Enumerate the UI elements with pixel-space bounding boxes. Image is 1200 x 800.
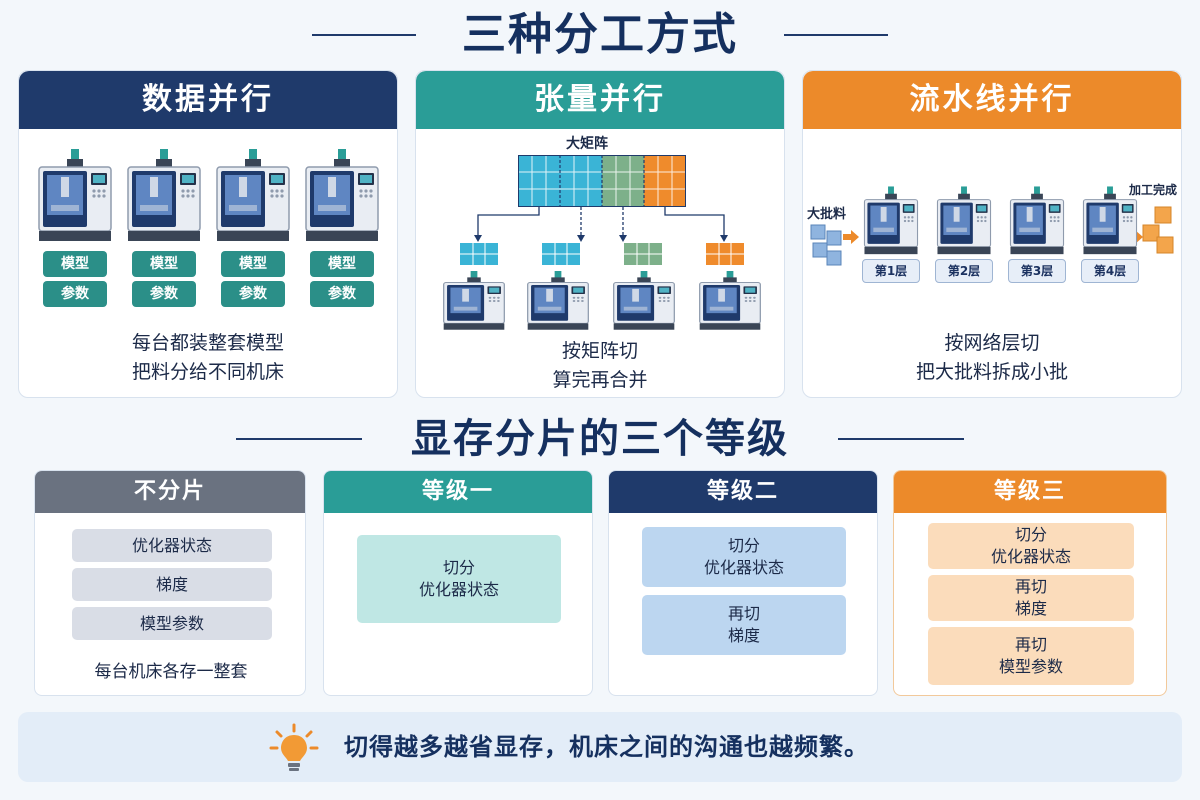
split-arrows [474, 207, 728, 242]
cnc-machine-icon [612, 271, 676, 331]
level-item: 切分 优化器状态 [642, 527, 846, 587]
layer-3: 第3层 [1008, 259, 1066, 283]
level-two-header: 等级二 [609, 471, 877, 513]
level-none-card: 不分片 优化器状态 梯度 模型参数 每台机床各存一整套 [34, 470, 306, 696]
tip-text: 切得越多越省显存，机床之间的沟通也越频繁。 [344, 733, 869, 761]
data-parallel-header: 数据并行 [19, 71, 397, 129]
cnc-machine-icon [526, 271, 590, 331]
tag-params: 参数 [43, 281, 107, 307]
second-title: 显存分片的三个等级 [411, 416, 789, 462]
raw-material-icon [810, 224, 842, 266]
level-one-header: 等级一 [324, 471, 592, 513]
tip-bar: 切得越多越省显存，机床之间的沟通也越频繁。 [18, 712, 1182, 782]
tag-model: 模型 [221, 251, 285, 277]
title-rule-right [838, 438, 964, 440]
matrix-block [624, 243, 662, 265]
layer-1: 第1层 [862, 259, 920, 283]
data-parallel-card: 数据并行 模型 参数 模型 参数 模型 参数 模型 参数 每台都装整套模型 把料… [18, 70, 398, 398]
level-item: 切分 优化器状态 [928, 523, 1134, 569]
cnc-machine-icon [37, 149, 113, 243]
tag-model: 模型 [132, 251, 196, 277]
level-three-header: 等级三 [894, 471, 1166, 513]
matrix-label: 大矩阵 [566, 136, 608, 152]
cnc-machine-icon [126, 149, 202, 243]
big-matrix [518, 155, 686, 207]
main-title: 三种分工方式 [462, 9, 738, 60]
cnc-machine-icon [936, 183, 992, 259]
title-rule-left [312, 34, 416, 36]
level-item: 再切 梯度 [928, 575, 1134, 621]
cnc-machine-icon [1082, 183, 1138, 259]
title-rule-right [784, 34, 888, 36]
tag-params: 参数 [221, 281, 285, 307]
cnc-machine-icon [215, 149, 291, 243]
pipeline-parallel-card: 流水线并行 大批料 加工完成 第1层 第2层 第3层 第4层 按网络层切 把大批… [802, 70, 1182, 398]
tag-params: 参数 [132, 281, 196, 307]
matrix-block [542, 243, 580, 265]
lightbulb-icon [269, 723, 319, 771]
tensor-parallel-card: 张量并行 大矩阵 [415, 70, 785, 398]
level-none-caption: 每台机床各存一整套 [94, 662, 248, 682]
cnc-machine-icon [698, 271, 762, 331]
tensor-parallel-caption: 按矩阵切 算完再合并 [552, 340, 648, 391]
tensor-parallel-header: 张量并行 [416, 71, 784, 129]
cnc-machine-icon [863, 183, 919, 259]
tag-model: 模型 [43, 251, 107, 277]
level-one-card: 等级一 切分 优化器状态 [323, 470, 593, 696]
level-item: 梯度 [72, 568, 272, 601]
cnc-machine-icon [442, 271, 506, 331]
layer-2: 第2层 [935, 259, 993, 283]
data-parallel-caption: 每台都装整套模型 把料分给不同机床 [131, 332, 284, 383]
level-item: 模型参数 [72, 607, 272, 640]
level-item: 优化器状态 [72, 529, 272, 562]
pipeline-parallel-caption: 按网络层切 把大批料拆成小批 [915, 332, 1068, 383]
finished-goods-icon [1142, 206, 1174, 254]
title-rule-left [236, 438, 362, 440]
matrix-block [706, 243, 744, 265]
level-item: 再切 模型参数 [928, 627, 1134, 685]
cnc-machine-icon [1009, 183, 1065, 259]
cnc-machine-icon [304, 149, 380, 243]
level-two-card: 等级二 切分 优化器状态 再切 梯度 [608, 470, 878, 696]
level-item: 再切 梯度 [642, 595, 846, 655]
pipeline-parallel-header: 流水线并行 [803, 71, 1181, 129]
level-item: 切分 优化器状态 [357, 535, 561, 623]
output-label: 加工完成 [1129, 183, 1178, 197]
tag-model: 模型 [310, 251, 374, 277]
layer-4: 第4层 [1081, 259, 1139, 283]
matrix-block [460, 243, 498, 265]
level-three-card: 等级三 切分 优化器状态 再切 梯度 再切 模型参数 [893, 470, 1167, 696]
level-none-header: 不分片 [35, 471, 305, 513]
tag-params: 参数 [310, 281, 374, 307]
input-label: 大批料 [807, 207, 847, 222]
